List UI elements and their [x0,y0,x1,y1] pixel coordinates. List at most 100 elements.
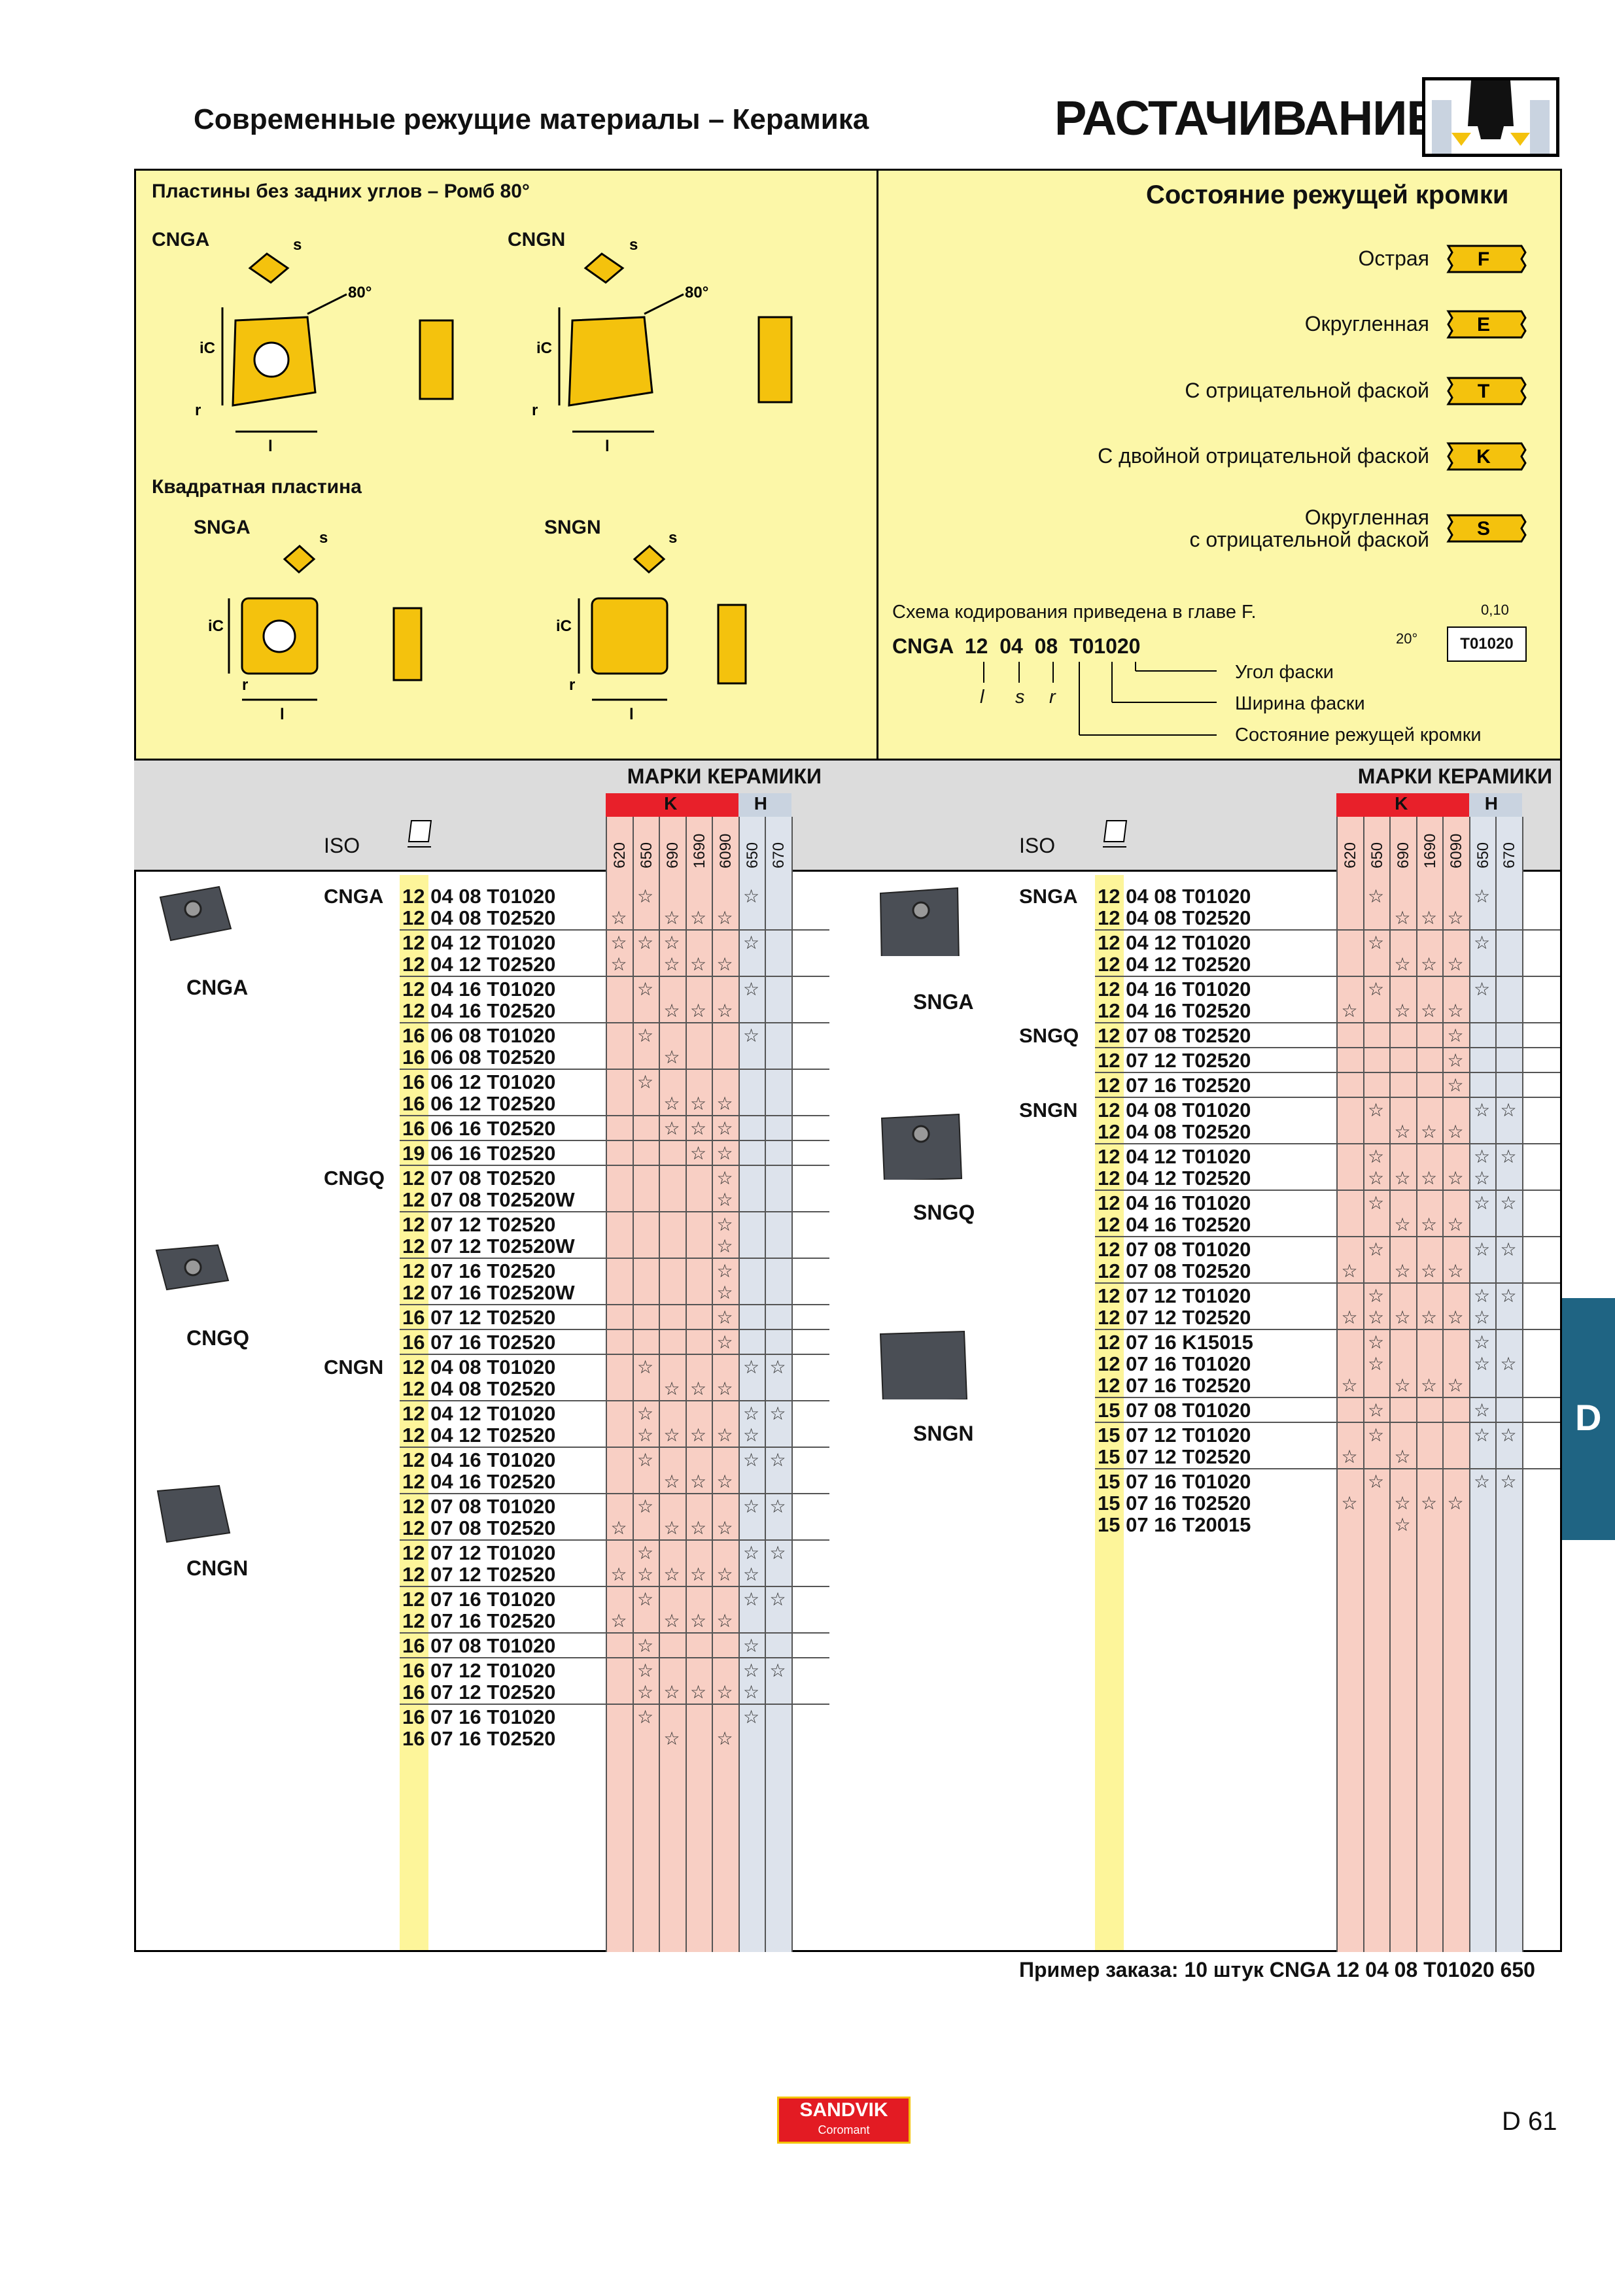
grade-star: ☆ [742,1543,760,1563]
grade-star: ☆ [1420,908,1438,928]
grade-star: ☆ [1394,1447,1411,1467]
insert-size: 12 [1098,1145,1120,1168]
table-row: 12 07 08 T02520 [402,1517,555,1539]
insert-geometry-drawings: s iC r l 80° s iC r l 80° s iC r l s iC … [195,236,793,723]
grade-star: ☆ [689,1093,707,1114]
insert-size: 12 [1098,999,1120,1022]
grade-star: ☆ [636,1403,654,1424]
insert-code: 07 12 T02520 [425,1213,556,1236]
grade-star: ☆ [636,979,654,999]
grade-star: ☆ [663,1379,680,1399]
grade-star: ☆ [716,1093,733,1114]
insert-size: 12 [1098,953,1120,976]
grade-star: ☆ [1367,1425,1385,1445]
insert-size: 16 [402,1071,425,1093]
grade-star: ☆ [663,1093,680,1114]
grade-star: ☆ [1500,1146,1517,1167]
insert-code: 04 08 T01020 [425,885,556,908]
table-row: 12 04 08 T02520 [1098,907,1251,929]
shape-label-cngn: CNGN [508,229,566,250]
svg-text:l: l [280,706,285,723]
insert-size: 12 [402,1167,425,1190]
row-separator [400,976,829,977]
insert-code: 04 16 T02520 [1120,999,1251,1022]
grade-star: ☆ [1473,1239,1491,1259]
grade-star: ☆ [636,1025,654,1046]
grade-label: 650 [743,842,761,868]
table-title: МАРКИ КЕРАМИКИ [1357,764,1552,788]
grade-star: ☆ [742,1636,760,1656]
grade-star: ☆ [1473,1168,1491,1188]
edge-code-badge: S [1444,513,1528,543]
row-separator [1095,1143,1560,1144]
grade-star: ☆ [1394,1001,1411,1021]
grade-star: ☆ [663,954,680,974]
insert-code: 06 08 T01020 [425,1024,556,1047]
row-separator [400,1400,829,1401]
coding-legend-edge: Состояние режущей кромки [1235,725,1482,745]
table-row: 12 04 16 T02520 [402,1471,555,1492]
insert-size: 12 [402,999,425,1022]
grade-star: ☆ [716,1332,733,1352]
insert-photo-cngn [147,1481,245,1556]
insert-code: 07 16 T01020 [425,1588,556,1611]
table-row: 12 07 12 T02520 [402,1214,555,1235]
row-separator [400,1354,829,1355]
coding-arrow-l: l [980,687,984,708]
grade-star: ☆ [1367,1100,1385,1120]
insert-code: 07 08 T02520 [1120,1024,1251,1047]
row-separator [400,1657,829,1658]
insert-code: 07 08 T01020 [1120,1238,1251,1261]
table-row: 12 07 12 T01020 [1098,1285,1251,1307]
insert-size: 12 [402,1424,425,1447]
insert-code: 04 16 T01020 [1120,978,1251,1001]
table-row: 12 07 16 T02520 [402,1610,555,1632]
svg-text:s: s [629,236,638,254]
insert-code: 04 08 T02520 [425,1377,556,1400]
insert-photo-cngq [147,1241,245,1316]
group-h-band [1468,793,1522,817]
grade-star: ☆ [1473,1193,1491,1213]
grade-star: ☆ [1341,1261,1358,1281]
table-row: 12 04 08 T02520 [402,907,555,929]
insert-code: 07 08 T02520 [425,1516,556,1539]
grade-star: ☆ [636,1496,654,1516]
insert-code: 07 12 T01020 [425,1541,556,1564]
grade-star: ☆ [636,1589,654,1609]
table-row: 12 07 16 T02520 [1098,1074,1251,1096]
grade-star: ☆ [663,933,680,953]
grade-star: ☆ [663,1611,680,1631]
svg-text:r: r [569,676,575,694]
table-row: 12 07 08 T02520 [1098,1025,1251,1046]
boring-icon [1422,77,1559,157]
svg-text:iC: iC [208,617,224,635]
grade-star: ☆ [1367,933,1385,953]
table-row: 12 07 12 T01020 [402,1542,555,1564]
insert-code: 07 08 T01020 [425,1634,556,1657]
grade-star: ☆ [1473,1146,1491,1167]
family-label-cnga: CNGA [186,976,249,999]
grade-star: ☆ [689,908,707,928]
row-separator [1095,1236,1560,1237]
svg-text:l: l [605,437,610,455]
table-row: 16 07 12 T01020 [402,1660,555,1681]
row-separator [1095,1097,1560,1098]
coding-legend-angle: Угол фаски [1235,662,1334,683]
grade-star: ☆ [742,933,760,953]
grade-star: ☆ [1394,1122,1411,1142]
insert-code: 04 12 T01020 [1120,1145,1251,1168]
grade-label: 670 [770,842,788,868]
grade-star: ☆ [769,1543,786,1563]
grade-star: ☆ [689,1001,707,1021]
grade-star: ☆ [742,1403,760,1424]
grade-label: 690 [664,842,682,868]
grade-star: ☆ [663,1728,680,1749]
grade-star: ☆ [716,1307,733,1328]
insert-size: 12 [402,1563,425,1586]
grade-star: ☆ [769,1589,786,1609]
row-separator [400,1211,829,1212]
table-row: 15 07 12 T02520 [1098,1446,1251,1467]
grade-column [659,817,686,1952]
insert-code: 04 08 T02520 [1120,906,1251,929]
insert-icon [1103,818,1129,854]
